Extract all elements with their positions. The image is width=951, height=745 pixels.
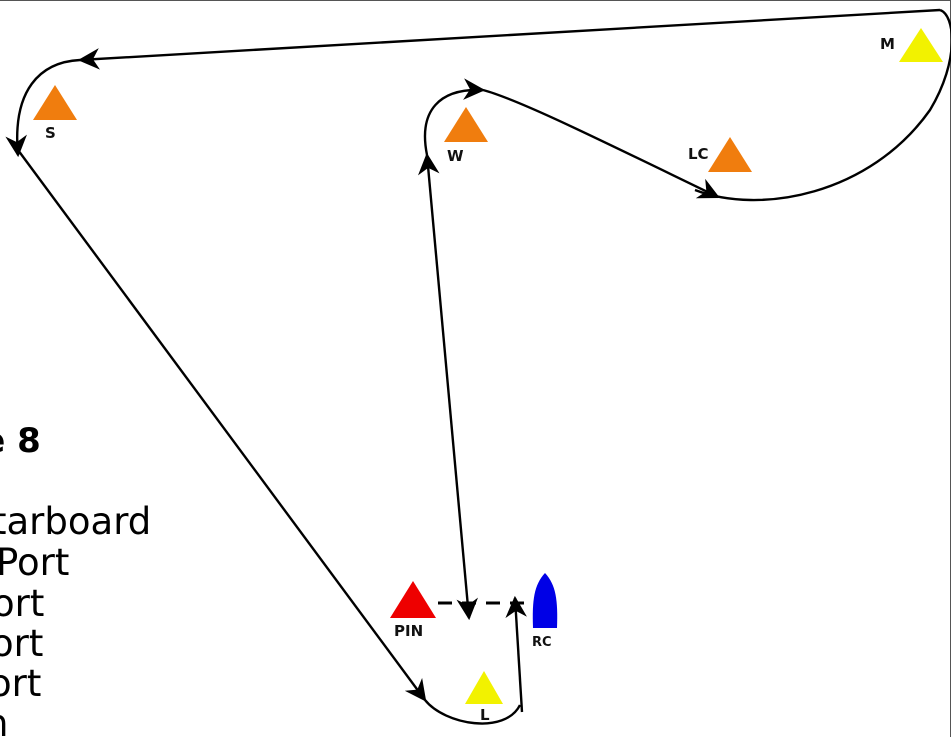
mark-pin-triangle <box>390 581 436 618</box>
course-route <box>5 8 951 725</box>
mark-s-label: S <box>45 124 56 142</box>
mark-w: W <box>444 107 488 165</box>
leg-l-rounding <box>424 699 522 725</box>
leg-s-to-l <box>17 149 427 702</box>
legend-line-6: n <box>0 704 8 744</box>
mark-pin: PIN <box>390 581 436 640</box>
leg-l-to-line <box>505 595 527 713</box>
leg-line-to-w <box>418 152 478 621</box>
legend-line-5: ort <box>0 662 42 705</box>
mark-m: M <box>880 28 943 62</box>
committee-boat: RC <box>532 573 558 650</box>
leg-w-to-lc <box>482 88 720 199</box>
leg-lc-to-m <box>694 8 951 202</box>
leg-m-to-s <box>77 8 941 70</box>
mark-s-triangle <box>33 85 77 120</box>
mark-w-label: W <box>447 147 464 165</box>
committee-boat-hull <box>532 573 558 628</box>
legend-line-3: ort <box>0 582 45 625</box>
leg-s-rounding <box>5 58 81 158</box>
legend-line-2: Port <box>0 541 70 584</box>
legend-line-4: ort <box>0 622 44 665</box>
mark-w-triangle <box>444 107 488 142</box>
mark-lc-label: LC <box>688 145 709 163</box>
committee-boat-label: RC <box>532 635 552 650</box>
legend-line-1: tarboard <box>0 500 152 543</box>
mark-lc-triangle <box>708 137 752 172</box>
mark-l-label: L <box>480 706 490 724</box>
mark-l: L <box>465 671 503 724</box>
mark-lc: LC <box>688 137 752 172</box>
mark-s: S <box>33 85 77 142</box>
mark-m-triangle <box>899 28 943 62</box>
leg-w-rounding <box>423 78 486 156</box>
mark-pin-label: PIN <box>394 622 423 640</box>
mark-l-triangle <box>465 671 503 704</box>
mark-m-label: M <box>880 35 895 53</box>
course-title: se 8 <box>0 421 41 461</box>
